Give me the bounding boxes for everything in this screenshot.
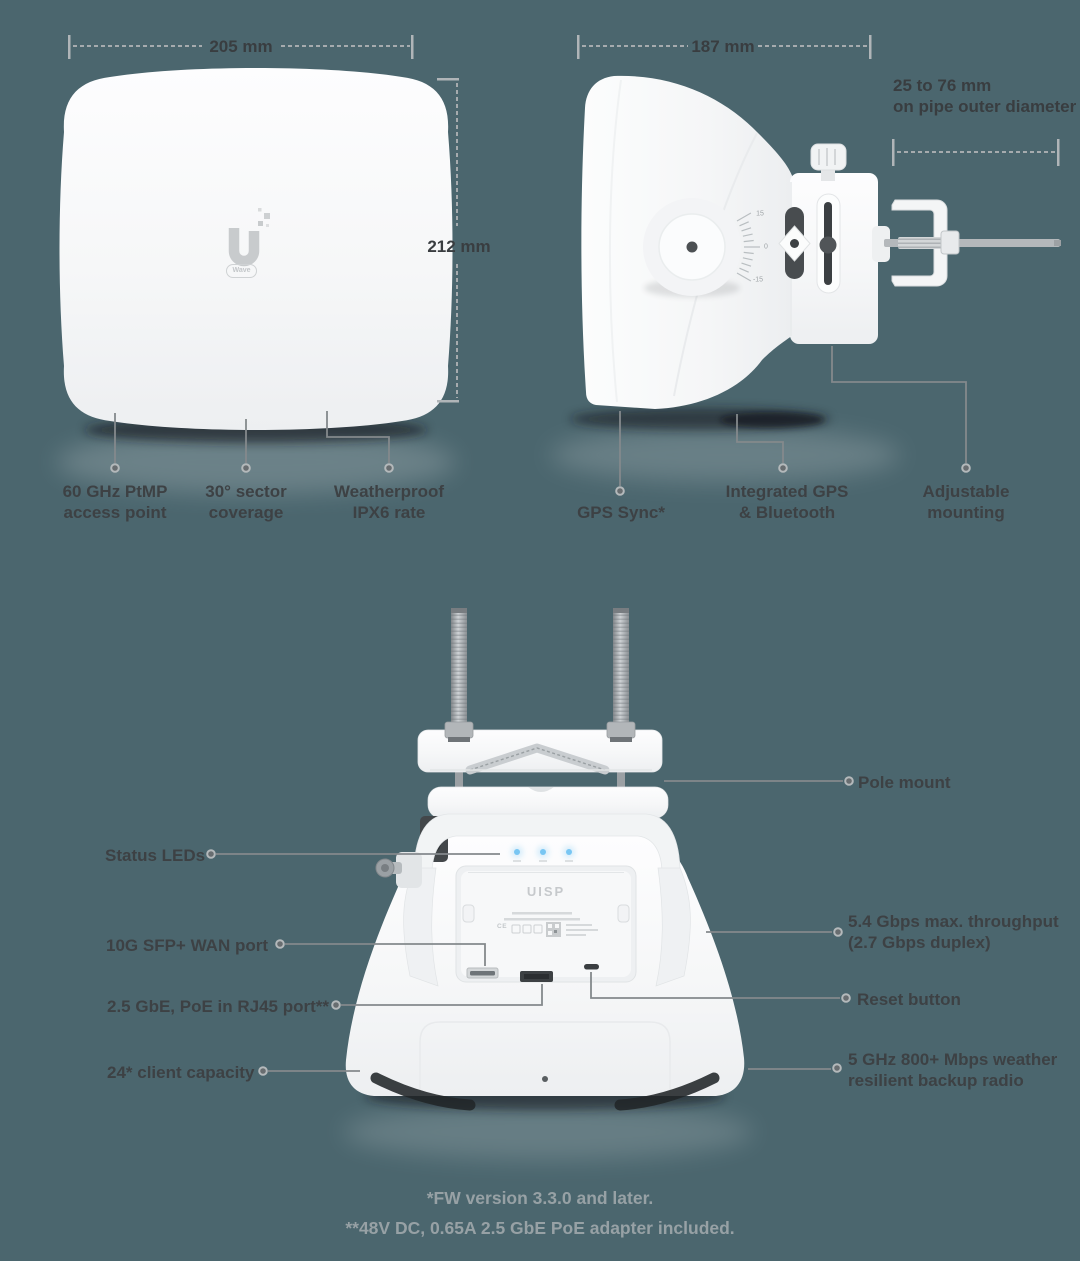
callout-reset-button: Reset button	[857, 990, 961, 1009]
tilt-scale-ticks	[736, 212, 760, 282]
callout-dots	[110, 463, 971, 1076]
callout-sector-coverage: 30° sector coverage	[205, 482, 287, 522]
footnote-poe-adapter: **48V DC, 0.65A 2.5 GbE PoE adapter incl…	[345, 1218, 735, 1238]
reset-slot	[584, 964, 599, 970]
callout-weatherproof: Weatherproof IPX6 rate	[333, 482, 445, 522]
callout-adjustable-mounting: Adjustable mounting	[922, 482, 1010, 522]
wave-badge: Wave	[226, 264, 257, 278]
callout-lines	[114, 346, 967, 1072]
status-led-lights	[511, 846, 575, 862]
pole-mount-rods	[444, 608, 636, 742]
ce-mark: CE	[497, 923, 508, 930]
callout-integrated-gps: Integrated GPS & Bluetooth	[725, 482, 849, 522]
callout-pole-mount: Pole mount	[858, 773, 951, 792]
ubiquiti-logo-icon	[228, 208, 270, 267]
callout-rj45-port: 2.5 GbE, PoE in RJ45 port**	[107, 997, 330, 1016]
rear-view-illustration	[343, 608, 753, 1160]
callout-sfp-port: 10G SFP+ WAN port	[106, 936, 268, 955]
uisp-panel-logo: UISP	[526, 884, 566, 899]
dimension-ticks	[68, 35, 1060, 403]
qr-code	[546, 922, 561, 937]
tilt-scale-15: 15	[756, 210, 764, 218]
callout-throughput: 5.4 Gbps max. throughput (2.7 Gbps duple…	[848, 912, 1059, 952]
device-label-panel	[455, 865, 637, 983]
callout-status-leds: Status LEDs	[105, 846, 206, 865]
side-width-dimension: 187 mm	[691, 37, 755, 56]
side-view-illustration	[550, 75, 1061, 482]
footnote-firmware: *FW version 3.3.0 and later.	[426, 1188, 654, 1208]
callout-backup-radio: 5 GHz 800+ Mbps weather resilient backup…	[848, 1050, 1058, 1090]
tilt-scale-0: 0	[764, 243, 768, 251]
front-view-illustration	[56, 68, 456, 494]
front-width-dimension: 205 mm	[209, 37, 273, 56]
callout-access-point: 60 GHz PtMP access point	[62, 482, 168, 522]
front-height-dimension: 212 mm	[427, 237, 491, 256]
pipe-diameter-dimension: 25 to 76 mm on pipe outer diameter	[893, 76, 1077, 116]
tilt-scale-neg15: -15	[752, 276, 764, 284]
callout-client-capacity: 24* client capacity	[107, 1063, 255, 1082]
dimension-lines	[73, 45, 1055, 398]
callout-gps-sync: GPS Sync*	[577, 503, 665, 522]
